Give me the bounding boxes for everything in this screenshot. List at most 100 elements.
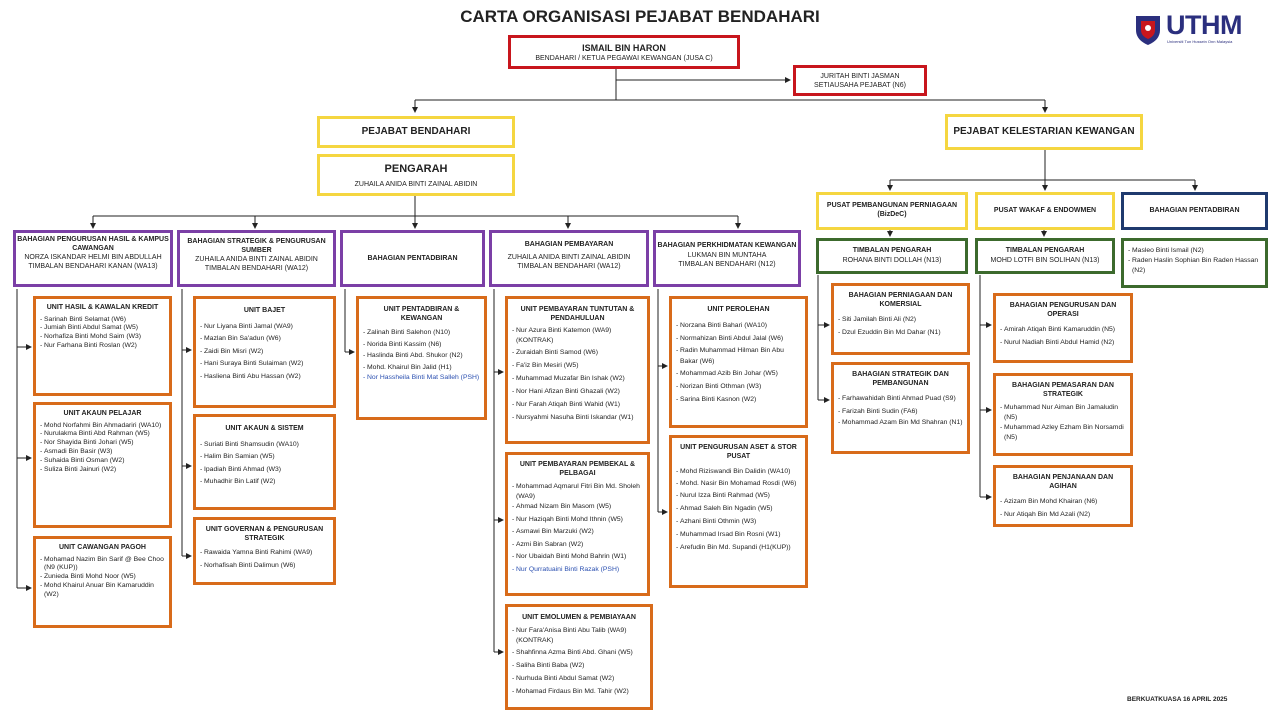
member: Mohammad Azib Bin Johar (W5) <box>676 367 801 380</box>
bendahari-box: ISMAIL BIN HARON BENDAHARI / KETUA PEGAW… <box>508 35 740 69</box>
member: Norhafisah Binti Dalimun (W6) <box>200 560 329 573</box>
member: Suriati Binti Shamsudin (WA10) <box>200 439 329 452</box>
member: Mohamad Nazim Bin Sarif @ Bee Choo (N9 (… <box>40 556 165 574</box>
member-list: Rawaida Yamna Binti Rahimi (WA9) Norhafi… <box>200 547 329 572</box>
member: Mohd Norfahmi Bin Ahmadariri (WA10) <box>40 422 165 431</box>
member: Zuraidah Binti Samod (W6) <box>512 346 643 359</box>
member: Asmawi Bin Marzuki (W2) <box>512 526 643 539</box>
member-list: Nur Azura Binti Katemon (WA9) (KONTRAK) … <box>512 326 643 424</box>
member: Nor Ubaidah Binti Mohd Bahrin (W1) <box>512 551 643 564</box>
chart-title: CARTA ORGANISASI PEJABAT BENDAHARI <box>460 7 820 26</box>
crest-icon <box>1136 16 1160 45</box>
unit-governan: UNIT GOVERNAN & PENGURUSAN STRATEGIK Raw… <box>193 517 336 585</box>
member: Normahizan Binti Abdul Jalal (W6) <box>676 332 801 345</box>
pengarah-box: PENGARAH ZUHAILA ANIDA BINTI ZAINAL ABID… <box>317 154 515 196</box>
member: Suhaida Binti Osman (W2) <box>40 457 165 466</box>
member-list: Masleo Binti Ismail (N2) Raden Haslin So… <box>1128 245 1261 276</box>
member: Saliha Binti Baba (W2) <box>512 659 646 672</box>
member: Jumiah Binti Abdul Samat (W5) <box>40 324 165 333</box>
member: Mazlan Bin Sa'adun (W6) <box>200 333 329 346</box>
member-list: Nur Fara'Anisa Binti Abu Talib (WA9) (KO… <box>512 626 646 698</box>
member: Ahmad Nizam Bin Masom (W5) <box>512 501 643 514</box>
bahagian-pengurusan-operasi: BAHAGIAN PENGURUSAN DAN OPERASI Amirah A… <box>993 293 1133 363</box>
bahagian-pemasaran: BAHAGIAN PEMASARAN DAN STRATEGIK Muhamma… <box>993 373 1133 456</box>
member: Zunieda Binti Mohd Noor (W5) <box>40 573 165 582</box>
member-list: Mohammad Aqmarul Fitri Bin Md. Sholeh (W… <box>512 482 643 576</box>
unit-emolumen: UNIT EMOLUMEN & PEMBIAYAAN Nur Fara'Anis… <box>505 604 653 710</box>
member: Norizan Binti Othman (W3) <box>676 380 801 393</box>
member: Fa'iz Bin Mesiri (W5) <box>512 359 643 372</box>
secretary-box: JURITAH BINTI JASMAN SETIAUSAHA PEJABAT … <box>793 65 927 96</box>
member: Farhawahidah Binti Ahmad Puad (S9) <box>838 392 963 405</box>
member: Nur Liyana Binti Jamal (WA9) <box>200 321 329 334</box>
member: Zalinah Binti Salehon (N10) <box>363 327 480 339</box>
member-list: Zalinah Binti Salehon (N10) Norida Binti… <box>363 327 480 382</box>
member: Siti Jamilah Binti Ali (N2) <box>838 313 963 326</box>
member: Muhammad Nur Aiman Bin Jamaludin (N5) <box>1000 403 1126 423</box>
member: Norida Binti Kassim (N6) <box>363 339 480 351</box>
member: Nur Fara'Anisa Binti Abu Talib (WA9) (KO… <box>512 626 646 646</box>
unit-akaun-sistem: UNIT AKAUN & SISTEM Suriati Binti Shamsu… <box>193 414 336 510</box>
bahagian-strategik-pembangunan: BAHAGIAN STRATEGIK DAN PEMBANGUNAN Farha… <box>831 362 970 454</box>
member: Hani Suraya Binti Sulaiman (W2) <box>200 358 329 371</box>
unit-aset-stor: UNIT PENGURUSAN ASET & STOR PUSAT Mohd R… <box>669 435 808 588</box>
member: Nursyahmi Nasuha Binti Iskandar (W1) <box>512 411 643 424</box>
member: Radin Muhammad Hilman Bin Abu Bakar (W6) <box>676 345 801 367</box>
member: Muhammad Muzafar Bin Ishak (W2) <box>512 372 643 385</box>
member: Nurulakma Binti Abd Rahman (W5) <box>40 430 165 439</box>
unit-perolehan: UNIT PEROLEHAN Norzana Binti Bahari (WA1… <box>669 296 808 428</box>
member: Nurhuda Binti Abdul Samat (W2) <box>512 672 646 685</box>
member: Nor Hani Afizan Binti Ghazali (W2) <box>512 385 643 398</box>
member: Nurul Izza Binti Rahmad (W5) <box>676 489 801 502</box>
member: Muhadhir Bin Latif (W2) <box>200 476 329 489</box>
member: Ahmad Saleh Bin Ngadin (W5) <box>676 502 801 515</box>
member: Mohamad Firdaus Bin Md. Tahir (W2) <box>512 685 646 698</box>
pusat-wakaf: PUSAT WAKAF & ENDOWMEN <box>975 192 1115 230</box>
bahagian-perniagaan: BAHAGIAN PERNIAGAAN DAN KOMERSIAL Siti J… <box>831 283 970 355</box>
member-psh: Nur Qurratuaini Binti Razak (PSH) <box>512 564 643 577</box>
unit-pentadbiran-kewangan: UNIT PENTADBIRAN & KEWANGAN Zalinah Bint… <box>356 296 487 420</box>
member-list: Sarinah Binti Selamat (W6) Jumiah Binti … <box>40 316 165 352</box>
member: Azmi Bin Sabran (W2) <box>512 539 643 552</box>
member: Masleo Binti Ismail (N2) <box>1128 245 1261 256</box>
member-list: Muhammad Nur Aiman Bin Jamaludin (N5) Mu… <box>1000 403 1126 443</box>
member: Mohammad Azam Bin Md Shahran (N1) <box>838 418 963 428</box>
unit-pembekal: UNIT PEMBAYARAN PEMBEKAL & PELBAGAI Moha… <box>505 452 650 596</box>
member-list: Farhawahidah Binti Ahmad Puad (S9) Fariz… <box>838 392 963 428</box>
division-pentadbiran: BAHAGIAN PENTADBIRAN <box>340 230 485 287</box>
member-list: Norzana Binti Bahari (WA10) Normahizan B… <box>676 319 801 406</box>
division-perkhidmatan: BAHAGIAN PERKHIDMATAN KEWANGAN LUKMAN BI… <box>653 230 801 287</box>
member-list: Mohamad Nazim Bin Sarif @ Bee Choo (N9 (… <box>40 556 165 601</box>
unit-hasil: UNIT HASIL & KAWALAN KREDIT Sarinah Bint… <box>33 296 172 396</box>
member: Mohd Riziswandi Bin Dalidin (WA10) <box>676 465 801 478</box>
member: Arefudin Bin Md. Supandi (H1(KUP)) <box>676 541 801 554</box>
pejabat-bendahari-box: PEJABAT BENDAHARI <box>317 116 515 148</box>
member: Farizah Binti Sudin (FA6) <box>838 405 963 418</box>
member-list: Mohd Norfahmi Bin Ahmadariri (WA10) Nuru… <box>40 422 165 475</box>
member-list: Suriati Binti Shamsudin (WA10) Halim Bin… <box>200 439 329 489</box>
member: Amirah Atiqah Binti Kamaruddin (N5) <box>1000 323 1126 336</box>
pusat-bizdec: PUSAT PEMBANGUNAN PERNIAGAAN (BizDeC) <box>816 192 968 230</box>
member-list: Azizam Bin Mohd Khairan (N6) Nur Atiqah … <box>1000 495 1126 521</box>
division-strategik: BAHAGIAN STRATEGIK & PENGURUSAN SUMBER Z… <box>177 230 336 287</box>
member: Azizam Bin Mohd Khairan (N6) <box>1000 495 1126 508</box>
member: Ipadiah Binti Ahmad (W3) <box>200 464 329 477</box>
division-hasil: BAHAGIAN PENGURUSAN HASIL & KAMPUS CAWAN… <box>13 230 173 287</box>
member: Nur Haziqah Binti Mohd Ithnin (W5) <box>512 514 643 527</box>
bahagian-penjanaan: BAHAGIAN PENJANAAN DAN AGIHAN Azizam Bin… <box>993 465 1133 527</box>
member: Mohd. Khairul Bin Jalid (H1) <box>363 362 480 374</box>
unit-akaun-pelajar: UNIT AKAUN PELAJAR Mohd Norfahmi Bin Ahm… <box>33 402 172 528</box>
member-psh: Nor Hassheila Binti Mat Salleh (PSH) <box>363 373 480 382</box>
pejabat-kelestarian-box: PEJABAT KELESTARIAN KEWANGAN <box>945 114 1143 150</box>
member: Norzana Binti Bahari (WA10) <box>676 319 801 332</box>
member: Shahfinna Azma Binti Abd. Ghani (W5) <box>512 646 646 659</box>
member: Rawaida Yamna Binti Rahimi (WA9) <box>200 547 329 560</box>
member: Mohammad Aqmarul Fitri Bin Md. Sholeh (W… <box>512 482 643 501</box>
member: Hasliena Binti Abu Hassan (W2) <box>200 371 329 384</box>
member: Nur Atiqah Bin Md Azali (N2) <box>1000 508 1126 521</box>
division-pembayaran: BAHAGIAN PEMBAYARAN ZUHAILA ANIDA BINTI … <box>489 230 649 287</box>
member-list: Mohd Riziswandi Bin Dalidin (WA10) Mohd.… <box>676 465 801 554</box>
member-list: Nur Liyana Binti Jamal (WA9) Mazlan Bin … <box>200 321 329 384</box>
member: Sarinah Binti Selamat (W6) <box>40 316 165 325</box>
